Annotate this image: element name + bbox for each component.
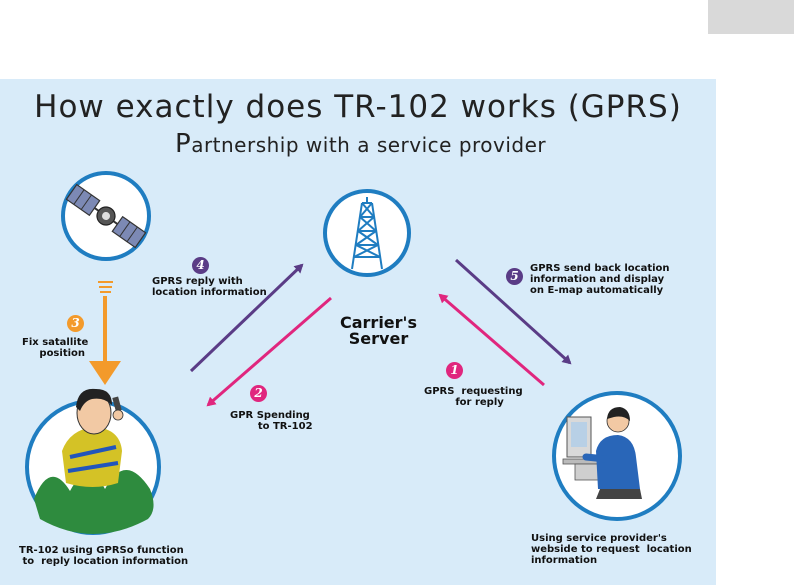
arrow-step-1 (438, 293, 545, 387)
step-5-label: GPRS send back location information and … (530, 263, 670, 296)
arrow-step-3 (89, 281, 121, 385)
caption-user: TR-102 using GPRSo function to reply loc… (19, 545, 189, 567)
diagram-subtitle: Partnership with a service provider (175, 129, 546, 159)
caption-provider: Using service provider's webside to requ… (531, 533, 692, 566)
server-label-line2: Server (348, 329, 409, 348)
step-1-label: GPRS requesting for reply (424, 386, 523, 408)
diagram-panel: How exactly does TR-102 works (GPRS) Par… (0, 79, 716, 585)
person-at-computer-icon (552, 391, 682, 521)
diagram-artwork (25, 171, 682, 535)
step-3-badge: 3 (67, 315, 84, 332)
step-4-label: GPRS reply with location information (152, 276, 267, 298)
server-label: Carrier's Server (340, 315, 417, 347)
step-5-badge: 5 (506, 268, 523, 285)
step-1-badge: 1 (446, 362, 463, 379)
satellite-icon (61, 171, 151, 261)
transmission-tower-icon (323, 189, 411, 277)
arrow-step-5 (454, 258, 572, 365)
step-3-label: Fix satallite position (22, 337, 89, 359)
step-2-label: GPR Spending to TR-102 (230, 410, 313, 432)
step-2-badge: 2 (250, 385, 267, 402)
subtitle-rest: artnership with a service provider (191, 133, 547, 157)
person-with-phone-icon (25, 388, 161, 535)
step-4-badge: 4 (192, 257, 209, 274)
server-label-line1: Carrier's (340, 313, 417, 332)
subtitle-initial: P (175, 129, 192, 159)
corner-gray-box (708, 0, 794, 34)
arrow-step-4 (189, 263, 304, 373)
arrow-step-2 (206, 296, 332, 407)
diagram-title: How exactly does TR-102 works (GPRS) (34, 89, 682, 125)
